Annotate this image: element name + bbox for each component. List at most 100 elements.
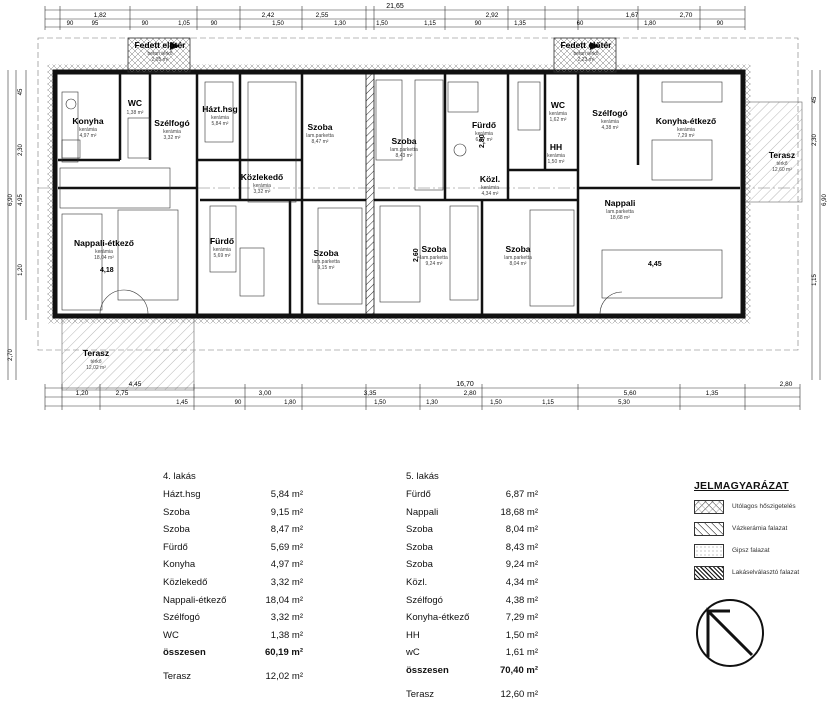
room-name: Házt.hsg bbox=[202, 104, 237, 114]
entrance-5 bbox=[553, 37, 617, 73]
room-area-cell: 9,15 m² bbox=[270, 506, 303, 518]
dim-label: 60 bbox=[577, 21, 584, 27]
dim-label: 1,20 bbox=[76, 390, 89, 397]
dim-label: 45 bbox=[18, 88, 24, 95]
room-name: Fedett előtér bbox=[560, 40, 612, 50]
dim-label: 90 bbox=[142, 21, 149, 27]
room-floor: kerámia bbox=[211, 115, 229, 121]
room-area: 2,23 m² bbox=[578, 57, 595, 63]
room-area: 4,34 m² bbox=[482, 191, 499, 197]
room-floor: kerámia bbox=[677, 127, 695, 133]
room-floor: kerámia bbox=[253, 183, 271, 189]
room-area: 12,02 m² bbox=[86, 365, 106, 371]
legend-swatch bbox=[694, 544, 724, 558]
table5-header: 5. lakás bbox=[406, 471, 439, 482]
dimension-lines-left bbox=[7, 70, 27, 380]
legend-label: Utólagos hőszigetelés bbox=[732, 503, 796, 510]
room-name: WC bbox=[128, 98, 142, 108]
legend-swatch bbox=[694, 500, 724, 514]
room-area-cell: 3,32 m² bbox=[270, 612, 303, 624]
dim-label: 5,30 bbox=[618, 400, 630, 406]
table4-header: 4. lakás bbox=[163, 471, 196, 482]
room-name: Fürdő bbox=[472, 120, 496, 130]
room-name-cell: Házt.hsg bbox=[163, 489, 201, 500]
room-name: Konyha bbox=[72, 116, 103, 126]
room-floor: lam.parketta bbox=[390, 147, 418, 153]
room-name: Fürdő bbox=[210, 236, 234, 246]
party-wall bbox=[365, 73, 375, 315]
table5-terrace-label: Terasz bbox=[406, 688, 434, 700]
table-row: Nappali-étkező 18,04 m² bbox=[163, 592, 303, 610]
room-area: 6,87 m² bbox=[476, 137, 493, 143]
dim-label: 1,30 bbox=[334, 21, 346, 27]
dim-label: 2,80 bbox=[780, 381, 793, 388]
entrance-4 bbox=[127, 37, 191, 73]
room-area-cell: 4,34 m² bbox=[505, 576, 538, 588]
room-floor: kerámia bbox=[95, 249, 113, 255]
dim-label: 4,45 bbox=[129, 381, 142, 388]
fixtures bbox=[59, 79, 723, 315]
room-floor: kerámia bbox=[547, 153, 565, 159]
dim-label: 90 bbox=[717, 21, 724, 27]
dim-label: 1,35 bbox=[706, 390, 719, 397]
room-area-cell: 4,38 m² bbox=[505, 594, 538, 606]
legend-item: Gipsz falazat bbox=[694, 544, 834, 566]
room-name-cell: Szoba bbox=[406, 559, 433, 571]
room-name: Nappali-étkező bbox=[74, 238, 134, 248]
room-name: Terasz bbox=[769, 150, 795, 160]
room-name-cell: Fürdő bbox=[406, 489, 431, 500]
dim-label: 4,95 bbox=[18, 194, 24, 206]
legend-swatch bbox=[694, 522, 724, 536]
room-area-cell: 18,04 m² bbox=[265, 594, 304, 606]
room-name: Szélfogó bbox=[154, 118, 189, 128]
dim-label: 2,92 bbox=[486, 12, 499, 19]
dim-label: 6,90 bbox=[8, 194, 14, 206]
dim-label: 1,80 bbox=[644, 21, 656, 27]
room-area: 5,69 m² bbox=[214, 253, 231, 259]
room-area: 9,24 m² bbox=[426, 261, 443, 267]
interior-walls bbox=[58, 74, 740, 314]
room-area: 1,62 m² bbox=[550, 117, 567, 123]
dim-label: 6,90 bbox=[822, 194, 828, 206]
room-area: 2,05 m² bbox=[152, 57, 169, 63]
room-name: WC bbox=[551, 100, 565, 110]
dim-label: 2,42 bbox=[262, 12, 275, 19]
dim-label: 1,45 bbox=[176, 400, 188, 406]
dim-row-bottom-1: 4,45 2,80 bbox=[129, 381, 793, 388]
room-area-cell: 1,61 m² bbox=[505, 647, 538, 659]
table4-terrace-label: Terasz bbox=[163, 670, 191, 682]
dim-label: 90 bbox=[235, 400, 242, 406]
room-name: Nappali bbox=[605, 198, 636, 208]
legend-label: Gipsz falazat bbox=[732, 547, 770, 554]
dim-label: 1,50 bbox=[272, 21, 284, 27]
room-name-cell: Nappali-étkező bbox=[163, 594, 227, 606]
exterior-wall bbox=[52, 69, 746, 319]
dim-label: 1,82 bbox=[94, 12, 107, 19]
dim-label: 90 bbox=[211, 21, 218, 27]
room-area-cell: 7,29 m² bbox=[505, 612, 538, 624]
room-floor: térkő bbox=[776, 161, 787, 167]
